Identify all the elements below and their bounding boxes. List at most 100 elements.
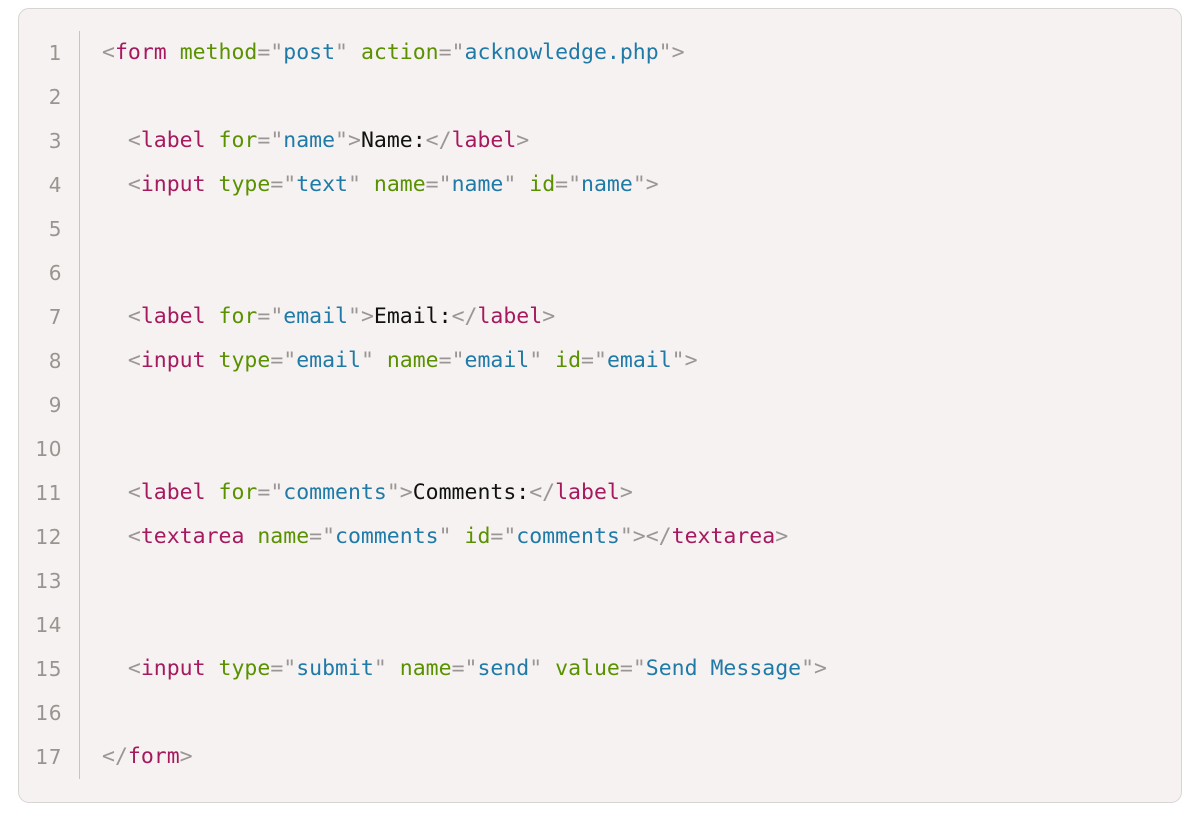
code-line-content[interactable]: <form method="post" action="acknowledge.…	[80, 31, 1181, 75]
token-attr: for	[218, 128, 258, 153]
gutter-divider	[79, 603, 80, 647]
code-line[interactable]: 6	[19, 251, 1181, 295]
code-line[interactable]: 12 <textarea name="comments" id="comment…	[19, 515, 1181, 559]
token-tag: input	[140, 348, 206, 373]
gutter-divider	[79, 559, 80, 603]
token-punct: >	[179, 744, 193, 769]
code-line[interactable]: 5	[19, 207, 1181, 251]
token-text	[374, 348, 387, 373]
token-punct: "	[503, 172, 517, 197]
code-line-content[interactable]: <label for="comments">Comments:</label>	[80, 471, 1181, 515]
token-text	[361, 172, 374, 197]
token-tag: form	[114, 40, 167, 65]
token-text	[244, 524, 257, 549]
token-text: Name:	[360, 128, 426, 153]
token-punct: </	[102, 744, 128, 769]
line-number: 11	[35, 481, 62, 505]
code-scroll-area[interactable]: 1<form method="post" action="acknowledge…	[19, 9, 1181, 802]
token-text	[206, 128, 219, 153]
indent	[102, 348, 128, 373]
line-number: 13	[35, 569, 62, 593]
code-line[interactable]: 10	[19, 427, 1181, 471]
token-text	[387, 656, 400, 681]
line-number: 12	[35, 525, 62, 549]
token-punct: ="	[438, 40, 465, 65]
code-line-content[interactable]: <input type="email" name="email" id="ema…	[80, 339, 1181, 383]
line-number: 10	[35, 437, 62, 461]
code-line-content[interactable]: <input type="text" name="name" id="name"…	[80, 163, 1181, 207]
code-line[interactable]: 3 <label for="name">Name:</label>	[19, 119, 1181, 163]
token-punct: >	[775, 524, 789, 549]
code-line[interactable]: 2	[19, 75, 1181, 119]
code-line-content[interactable]: <label for="email">Email:</label>	[80, 295, 1181, 339]
line-number: 4	[48, 173, 62, 197]
indent	[102, 172, 128, 197]
token-str: comments	[283, 480, 387, 505]
token-punct: ="	[257, 480, 284, 505]
code-line-content[interactable]: <textarea name="comments" id="comments">…	[80, 515, 1181, 559]
token-attr: for	[218, 304, 258, 329]
token-punct: "	[347, 172, 361, 197]
line-number: 6	[48, 261, 62, 285]
token-text	[542, 656, 555, 681]
token-text: Email:	[373, 304, 452, 329]
code-line[interactable]: 4 <input type="text" name="name" id="nam…	[19, 163, 1181, 207]
token-punct: ="	[619, 656, 646, 681]
gutter-divider	[79, 75, 80, 119]
token-punct: "	[335, 40, 348, 65]
line-number: 5	[48, 217, 62, 241]
code-line[interactable]: 1<form method="post" action="acknowledge…	[19, 31, 1181, 75]
token-str: comments	[335, 524, 439, 549]
code-line[interactable]: 17 </form>	[19, 735, 1181, 779]
token-str: submit	[296, 656, 374, 681]
gutter-divider	[79, 251, 80, 295]
token-tag: label	[555, 480, 620, 505]
code-line-content[interactable]: <input type="submit" name="send" value="…	[80, 647, 1181, 691]
token-punct: ="	[309, 524, 336, 549]
token-punct: <	[127, 172, 141, 197]
code-line[interactable]: 14	[19, 603, 1181, 647]
token-text	[167, 40, 180, 65]
token-text	[206, 304, 219, 329]
token-punct: "	[360, 348, 374, 373]
token-attr: action	[360, 40, 439, 65]
token-attr: value	[555, 656, 620, 681]
line-number: 17	[35, 745, 62, 769]
token-text	[542, 348, 555, 373]
gutter-divider	[79, 339, 80, 383]
indent	[102, 128, 128, 153]
line-number: 14	[35, 613, 62, 637]
code-line[interactable]: 13	[19, 559, 1181, 603]
gutter-divider	[79, 31, 80, 75]
token-punct: <	[127, 480, 141, 505]
code-line-content[interactable]: <label for="name">Name:</label>	[80, 119, 1181, 163]
code-line[interactable]: 11 <label for="comments">Comments:</labe…	[19, 471, 1181, 515]
token-str: email	[283, 304, 348, 329]
token-text	[206, 480, 219, 505]
code-line[interactable]: 9	[19, 383, 1181, 427]
code-line[interactable]: 15 <input type="submit" name="send" valu…	[19, 647, 1181, 691]
token-punct: ="	[270, 348, 297, 373]
token-str: email	[606, 348, 672, 373]
token-punct: "	[373, 656, 387, 681]
line-number: 2	[48, 85, 62, 109]
gutter-divider	[79, 383, 80, 427]
line-number: 3	[48, 129, 62, 153]
token-attr: name	[257, 524, 310, 549]
token-str: Send Message	[645, 656, 802, 681]
token-str: text	[296, 172, 348, 197]
token-punct: ="	[257, 40, 284, 65]
token-punct: "	[529, 656, 543, 681]
code-line[interactable]: 16	[19, 691, 1181, 735]
token-punct: "	[438, 524, 452, 549]
indent	[102, 304, 128, 329]
code-line[interactable]: 7 <label for="email">Email:</label>	[19, 295, 1181, 339]
token-attr: for	[218, 480, 258, 505]
token-punct: <	[127, 348, 141, 373]
code-line-content[interactable]: </form>	[80, 735, 1181, 779]
code-block-card: 1<form method="post" action="acknowledge…	[18, 8, 1182, 803]
token-punct: <	[127, 128, 141, 153]
gutter-divider	[79, 691, 80, 735]
gutter-divider	[79, 295, 80, 339]
code-line[interactable]: 8 <input type="email" name="email" id="e…	[19, 339, 1181, 383]
